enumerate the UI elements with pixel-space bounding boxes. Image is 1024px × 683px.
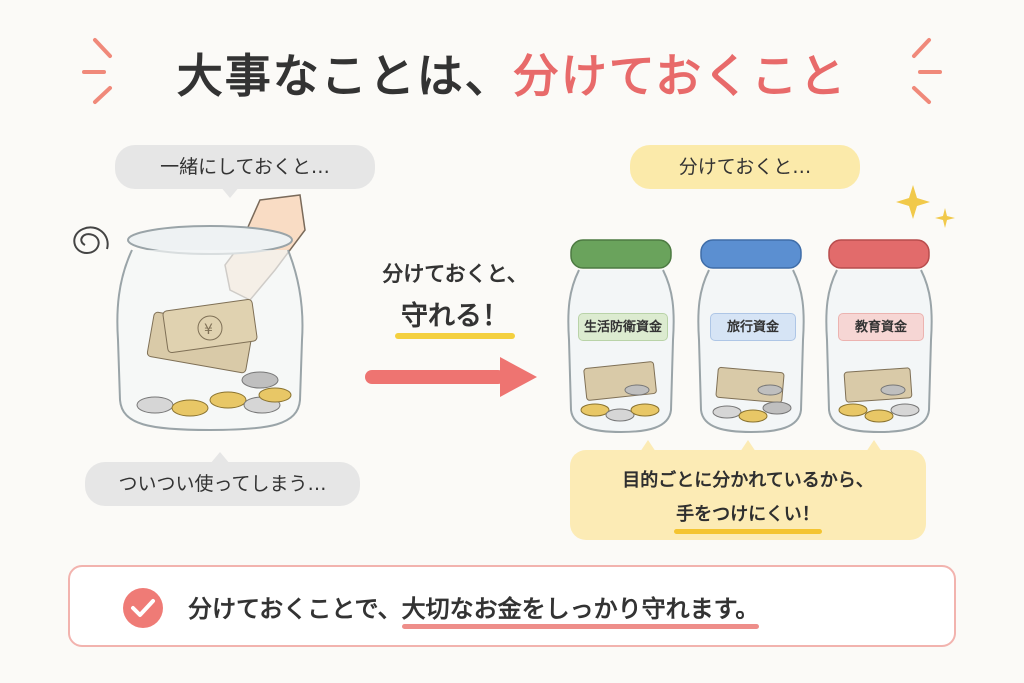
right-top-bubble: 分けておくと… — [630, 145, 860, 189]
mixed-money-jar: ¥ — [116, 194, 306, 432]
jar-travel-fund — [697, 239, 805, 434]
note-line2: 手をつけにくい！ — [674, 498, 822, 534]
jar-education-fund — [825, 239, 933, 434]
left-bottom-bubble: ついつい使ってしまう… — [85, 462, 360, 506]
title-accent: 分けておくこと — [512, 49, 848, 103]
left-top-bubble-tail — [220, 186, 240, 198]
note-tails — [640, 440, 882, 452]
summary-text: 分けておくことで、大切なお金をしっかり守れます。 — [188, 589, 759, 624]
arrow-right-icon — [365, 357, 537, 397]
svg-text:¥: ¥ — [204, 322, 213, 338]
left-bottom-bubble-tail — [210, 452, 230, 464]
summary-box: 分けておくことで、大切なお金をしっかり守れます。 — [68, 565, 956, 647]
summary-pre: 分けておくことで、 — [188, 595, 402, 623]
middle-line1: 分けておくと、 — [382, 262, 528, 286]
sparkle-icon — [896, 185, 955, 228]
jar-label-travel: 旅行資金 — [710, 313, 796, 341]
jar-label-emergency: 生活防衛資金 — [578, 313, 668, 341]
check-circle-icon — [123, 588, 163, 628]
middle-message: 分けておくと、 守れる！ — [365, 258, 545, 339]
scribble-icon — [73, 226, 109, 255]
title-main: 大事なことは、 — [176, 49, 513, 103]
page-title: 大事なことは、分けておくこと — [0, 40, 1024, 106]
note-line1: 目的ごとに分かれているから、 — [622, 470, 874, 491]
jar-label-education: 教育資金 — [838, 313, 924, 341]
summary-underlined: 大切なお金をしっかり守れます。 — [401, 595, 760, 623]
middle-line2: 守れる！ — [395, 294, 515, 339]
left-top-bubble: 一緒にしておくと… — [115, 145, 375, 189]
title-sparks — [82, 38, 942, 104]
separation-note: 目的ごとに分かれているから、 手をつけにくい！ — [570, 450, 926, 540]
jar-emergency-fund — [567, 239, 675, 434]
